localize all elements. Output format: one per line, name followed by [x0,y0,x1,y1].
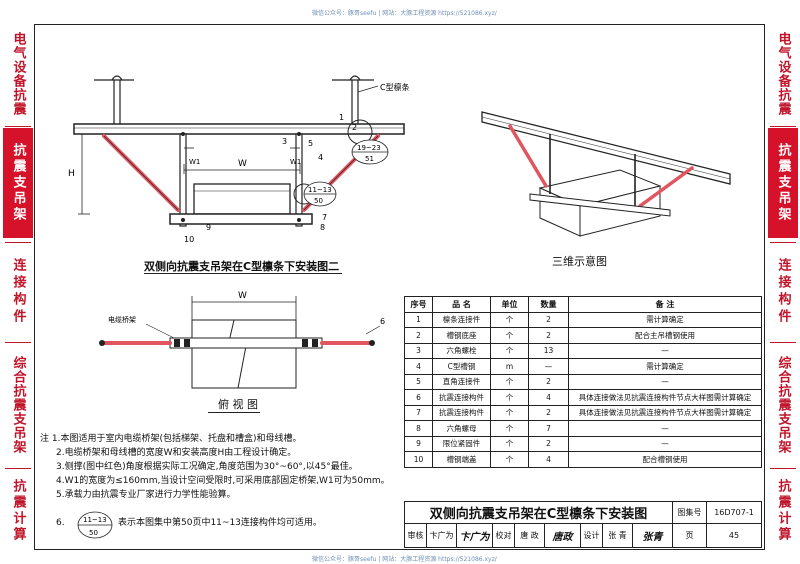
watermark-top: 微信公众号：豚哥seefu | 网站：大豚工程资源 https://521086… [312,10,497,17]
design-signature: 张青 [633,524,673,547]
sidebar-right-section-electrical[interactable]: 电气设备抗震 [775,32,791,116]
note-5: 5.承载力由抗震专业厂家进行力学性能验算。 [56,490,236,500]
note-2: 2.电缆桥架和母线槽的宽度W和安装高度H由工程设计确定。 [56,448,297,458]
atlas-number: 16D707-1 [707,502,761,524]
sidebar-right-section-combined[interactable]: 综合抗震支吊架 [775,356,791,454]
dim-W: W [238,159,247,169]
page-number: 45 [728,531,740,540]
note-6-text: 表示本图集中第50页中11~13连接构件均可适用。 [118,518,322,528]
callout-8: 8 [320,223,325,232]
caption-main: 双侧向抗震支吊架在C型檩条下安装图二 [144,260,340,273]
callout-1: 1 [339,113,344,122]
note-4: 4.W1的宽度为≤160mm,当设计空间受限时,可采用底部固定桥架,W1可为50… [56,476,390,486]
sidebar-left: 电气设备抗震 抗震支吊架 连接构件 综合抗震支吊架 抗震计算 [3,24,33,550]
dim-W1-left: W1 [189,158,200,166]
callout-5: 5 [308,139,313,148]
check-signature: 唐政 [545,524,581,547]
ref2-top: 11~13 [308,186,332,194]
check-label: 校对 [493,524,515,547]
top-callout-6: 6 [380,317,385,326]
svg-text:50: 50 [89,529,98,537]
note-1: 注 1.本图适用于室内电缆桥架(包括梯架、托盘和槽盒)和母线槽。 [40,434,302,444]
sidebar-right: 电气设备抗震 抗震支吊架 连接构件 综合抗震支吊架 抗震计算 [768,24,798,550]
three-d-drawing [481,111,731,237]
sidebar-section-combined[interactable]: 综合抗震支吊架 [10,356,26,454]
callout-4: 4 [318,153,323,162]
top-dim-W: W [238,291,247,301]
ref1-bottom: 51 [365,155,374,163]
drawing-title: 双侧向抗震支吊架在C型檩条下安装图 [405,502,673,524]
watermark-bottom: 微信公众号：豚哥seefu | 网站：大豚工程资源 https://521086… [312,556,497,563]
check-name: 唐 政 [515,524,545,547]
design-label: 设计 [581,524,603,547]
review-signature: 卞广为 [457,524,493,547]
title-block: 双侧向抗震支吊架在C型檩条下安装图 图集号 16D707-1 审核 卞广为 卞广… [404,501,762,548]
purlin-label: C型檩条 [380,82,410,92]
sidebar-right-section-calc[interactable]: 抗震计算 [775,479,791,543]
sidebar-section-electrical[interactable]: 电气设备抗震 [10,32,26,116]
note-6-ref-bubble: 11~13 50 [77,511,113,539]
page-label: 页 [673,524,707,547]
note-6-prefix: 6. [56,518,65,528]
sidebar-section-connectors[interactable]: 连接构件 [10,258,26,326]
sidebar-section-hangers[interactable]: 抗震支吊架 [3,128,33,238]
caption-top-view: 俯 视 图 [218,398,258,411]
ref1-top: 19~23 [357,144,381,152]
design-name: 张 青 [603,524,633,547]
dim-W1-right: W1 [290,158,301,166]
main-elevation-drawing: H W W1 W1 C型檩条 1 2 3 4 5 6 7 8 9 10 19~2… [68,75,410,244]
sidebar-right-section-hangers[interactable]: 抗震支吊架 [768,128,798,238]
callout-10: 10 [184,235,194,244]
callout-2: 2 [352,123,357,132]
sidebar-section-calc[interactable]: 抗震计算 [10,479,26,543]
callout-7: 7 [322,213,327,222]
top-view-drawing: W 电缆桥架 6 [99,291,385,389]
sidebar-right-section-connectors[interactable]: 连接构件 [775,258,791,326]
callout-3: 3 [282,137,287,146]
svg-text:11~13: 11~13 [83,516,107,524]
callout-9: 9 [206,223,211,232]
drawing-frame [34,24,765,550]
tray-label: 电缆桥架 [108,315,136,324]
atlas-label: 图集号 [673,502,707,524]
dim-H: H [68,169,75,179]
parts-table-header: 序号品 名 单位数量 备 注 [404,296,762,313]
caption-3d: 三维示意图 [552,255,607,268]
note-3: 3.侧撑(图中红色)角度根据实际工况确定,角度范围为30°~60°,以45°最佳… [56,462,358,472]
review-label: 审核 [405,524,427,547]
review-name: 卞广为 [427,524,457,547]
notes: 注 1.本图适用于室内电缆桥架(包括梯架、托盘和槽盒)和母线槽。 2.电缆桥架和… [40,432,390,502]
ref2-bottom: 50 [314,197,323,205]
